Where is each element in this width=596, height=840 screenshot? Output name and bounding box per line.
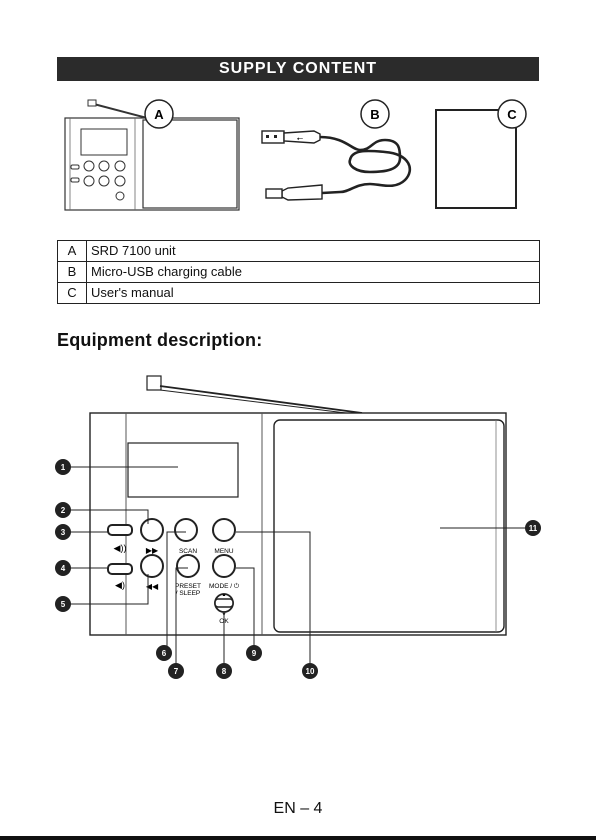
fast-forward-icon: ▶▶: [146, 546, 159, 555]
callout-6-label: 6: [162, 649, 167, 658]
mode-power-button: [213, 555, 235, 577]
callout-10-label: 10: [306, 667, 315, 676]
callout-1-label: 1: [61, 463, 66, 472]
callout-4-label: 4: [61, 564, 66, 573]
volume-up-icon: ◀)): [114, 543, 127, 553]
sleep-label: / SLEEP: [176, 590, 201, 597]
volume-up-button: [108, 525, 132, 535]
display-screen: [128, 443, 238, 497]
antenna-drawing: [147, 376, 362, 415]
bottom-rule: [0, 836, 596, 840]
up-arrow-icon: ▲: [222, 592, 227, 598]
volume-down-button: [108, 564, 132, 574]
callout-2-label: 2: [61, 506, 66, 515]
menu-label: MENU: [214, 548, 233, 555]
rewind-button: [141, 555, 163, 577]
callout-7-label: 7: [174, 667, 179, 676]
page-number: EN – 4: [0, 800, 596, 818]
callout-5-label: 5: [61, 600, 66, 609]
equipment-figure: ◀)) ◀) ▶▶ SCAN MENU ◀◀ PRESET / SLEEP MO…: [0, 0, 596, 700]
callout-8-label: 8: [222, 667, 227, 676]
mode-label: MODE / ⏻: [209, 583, 239, 590]
preset-label: PRESET: [175, 583, 201, 590]
scan-button: [175, 519, 197, 541]
callout-11-label: 11: [529, 524, 538, 533]
menu-button: [213, 519, 235, 541]
preset-button: [177, 555, 199, 577]
callout-9-label: 9: [252, 649, 257, 658]
forward-button: [141, 519, 163, 541]
scan-label: SCAN: [179, 548, 197, 555]
callout-3-label: 3: [61, 528, 66, 537]
volume-down-icon: ◀): [115, 580, 125, 590]
